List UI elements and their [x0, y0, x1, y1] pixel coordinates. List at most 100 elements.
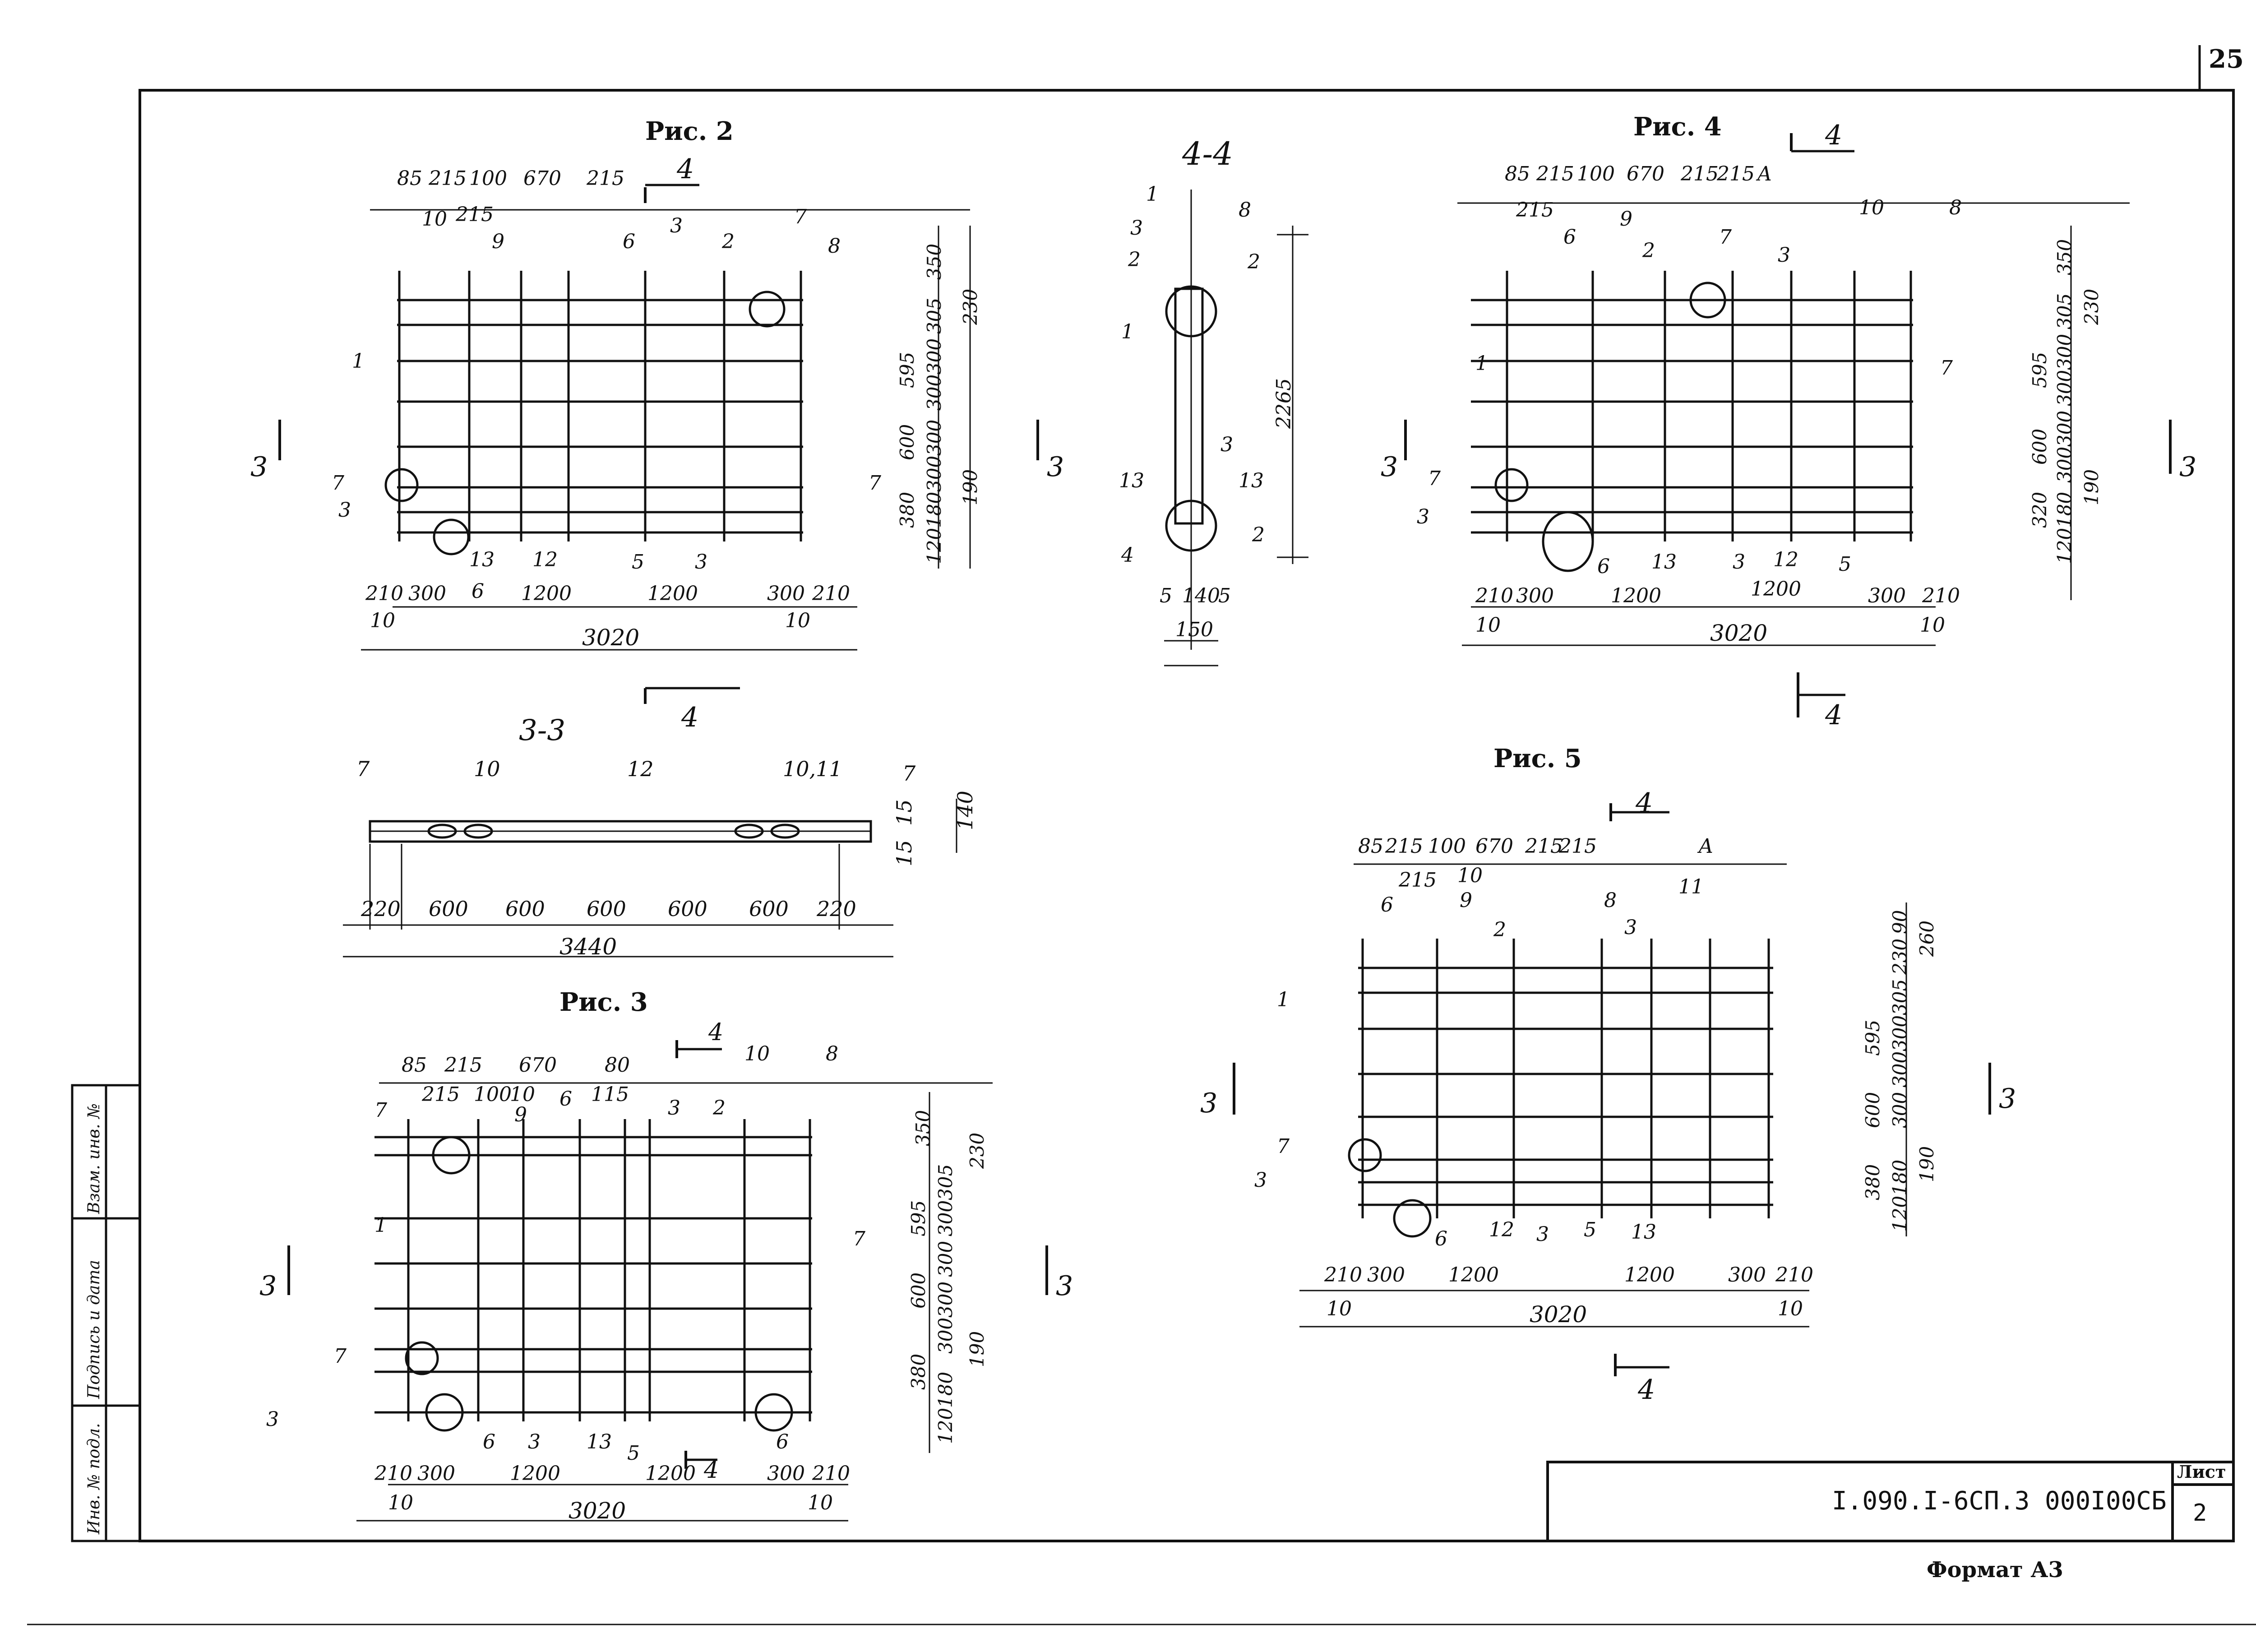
fig5-callout-13: 13: [1631, 1221, 1656, 1244]
fig2-dim-right-12: 190: [959, 469, 981, 505]
fig4-dim-bottom-5: 210: [1922, 584, 1960, 607]
fig3-dim-top-3: 80: [605, 1054, 630, 1077]
fig2-dim-edge-0: 10: [370, 609, 395, 632]
fig5-callout-12: 5: [1584, 1218, 1596, 1241]
fig4-dim-bottom-0: 210: [1475, 584, 1513, 607]
fig5-callout-11: 3: [1536, 1223, 1549, 1246]
sec33-total: 3440: [559, 934, 617, 960]
fig4-callout-10: 3: [1417, 505, 1429, 528]
fig3-section-left: 3: [259, 1270, 277, 1302]
fig3-dim-right-9: 380: [907, 1354, 929, 1390]
fig5-dim-right-9: 380: [1862, 1164, 1884, 1200]
fig2-dim-top-1: 215: [428, 167, 467, 190]
fig3-callout-0: 7: [374, 1099, 387, 1122]
fig2-callout-0: 10: [422, 208, 447, 231]
stamp-cell-inv-podl: Инв. № подл.: [85, 1423, 103, 1535]
figure-5: Рис. 5: [1200, 744, 2016, 1406]
sec44-bottom-2: 5: [1218, 584, 1231, 607]
fig2-callout-3: 3: [670, 214, 683, 237]
fig4-dim-right-6: 300: [2053, 411, 2076, 447]
fig2-dim-extra: 215: [455, 203, 494, 226]
fig5-dim-right-7: 600: [1862, 1092, 1884, 1128]
fig2-dim-right-7: 300: [923, 456, 945, 492]
fig3-callout-15: 6: [776, 1430, 789, 1453]
fig5-dim-top-5: 215: [1558, 835, 1597, 858]
figure-4: Рис. 4: [1381, 112, 2196, 731]
fig3-callout-11: 6: [483, 1430, 495, 1453]
fig3-title: Рис. 3: [559, 987, 648, 1017]
fig4-dim-edge-0: 10: [1475, 614, 1501, 637]
section-4-4: 4-4 1 3 8 2 2 1 3 13 13 4 2 2265 5 140: [1119, 135, 1308, 666]
fig5-dim-right-12: 190: [1916, 1146, 1938, 1182]
fig4-dim-bottom-4: 300: [1868, 584, 1906, 607]
fig4-section-right: 3: [2179, 451, 2196, 483]
fig5-dim-right-11: 120: [1889, 1196, 1911, 1232]
fig2-dim-bottom-5: 210: [812, 582, 850, 605]
fig4-dim-bottom-3: 1200: [1751, 578, 1801, 601]
fig4-callout-0: 6: [1563, 226, 1576, 249]
fig4-section-left: 3: [1381, 451, 1398, 483]
fig4-dim-right-3: 300: [2053, 334, 2076, 370]
fig5-dim-right-8: 300: [1889, 1092, 1911, 1128]
fig5-dim-bottom-2: 1200: [1448, 1263, 1499, 1286]
fig2-dim-right-8: 600: [896, 424, 918, 460]
fig3-total: 3020: [569, 1498, 626, 1524]
title-block: [1546, 1461, 2235, 1542]
fig4-callout-14: 12: [1773, 548, 1798, 571]
fig5-section-right: 3: [1999, 1083, 2016, 1115]
fig3-section-mark-bottom: 4: [703, 1457, 719, 1484]
fig5-callout-2: 2: [1493, 918, 1506, 941]
sec33-callout-3: 10,11: [783, 757, 842, 781]
fig4-section-mark-bottom: 4: [1825, 699, 1842, 731]
fig3-dim-edge-0: 10: [388, 1491, 413, 1514]
fig5-dim-right-6: 595: [1862, 1020, 1884, 1056]
stamp-cell-podpis: Подпись и дата: [85, 1260, 103, 1399]
sec44-callout-9: 4: [1121, 544, 1134, 567]
fig3-section-mark-top: 4: [708, 1019, 723, 1046]
fig5-dim-top-4: 215: [1525, 835, 1563, 858]
fig2-callout-12: 6: [472, 580, 484, 603]
fig3-dim-top-0: 85: [402, 1054, 427, 1077]
fig2-callout-5: 7: [794, 205, 807, 228]
sheet-number: 2: [2193, 1499, 2207, 1527]
fig4-callout-5: 10: [1859, 196, 1884, 219]
fig5-section-left: 3: [1200, 1087, 1217, 1119]
fig4-dim-right-12: 190: [2080, 469, 2103, 505]
fig4-callout-2: 2: [1642, 239, 1655, 262]
fig5-callout-3: 8: [1604, 889, 1617, 912]
fig5-total: 3020: [1530, 1301, 1587, 1328]
fig2-section-right: 3: [1047, 451, 1064, 483]
fig4-dim-right-11: 120: [2053, 528, 2076, 564]
fig2-section-mark-bottom: 4: [681, 702, 698, 733]
fig3-callout-14: 5: [627, 1442, 640, 1465]
fig5-dim-right-2: 260: [1916, 921, 1938, 957]
fig5-dim-right-4: 300: [1889, 1015, 1911, 1051]
fig3-dim-right-7: 300: [934, 1282, 957, 1318]
fig2-dim-right-1: 230: [959, 289, 981, 325]
fig2-dim-bottom-3: 1200: [647, 582, 698, 605]
fig3-dim-edge-1: 10: [808, 1491, 833, 1514]
sec33-callout-2: 12: [627, 757, 654, 781]
fig2-dim-top-0: 85: [397, 167, 422, 190]
fig4-dim-right-7: 300: [2053, 447, 2076, 483]
section-3-3: 3-3 7 10 12 10,11 7 220 600 600 600 600: [343, 714, 977, 960]
fig3-dim-right-1: 230: [966, 1133, 988, 1169]
fig4-dim-right-9: 320: [2029, 492, 2051, 528]
fig3-dim-right-6: 600: [907, 1273, 929, 1309]
fig4-callout-11: 6: [1597, 555, 1610, 578]
fig2-dim-bottom-1: 300: [408, 582, 446, 605]
fig3-callout-1: 9: [514, 1103, 527, 1126]
fig2-callout-14: 5: [632, 551, 644, 574]
sec33-callout-4: 7: [902, 761, 916, 786]
fig2-callout-1: 9: [492, 230, 504, 253]
fig5-callout-7: 7: [1277, 1135, 1290, 1158]
sec33-callout-1: 10: [474, 757, 500, 781]
figure-2: Рис. 2: [250, 116, 1064, 733]
fig3-dim-right-4: 300: [934, 1241, 957, 1277]
fig2-section-mark-top: 4: [676, 153, 694, 185]
fig3-dim-right-11: 120: [934, 1408, 957, 1444]
doc-code: I.090.I-6СП.3 000I00СБ: [1832, 1486, 2167, 1516]
fig4-callout-12: 13: [1651, 551, 1677, 574]
fig4-callout-4: 3: [1778, 244, 1790, 267]
fig3-callout-10: 3: [266, 1408, 279, 1431]
